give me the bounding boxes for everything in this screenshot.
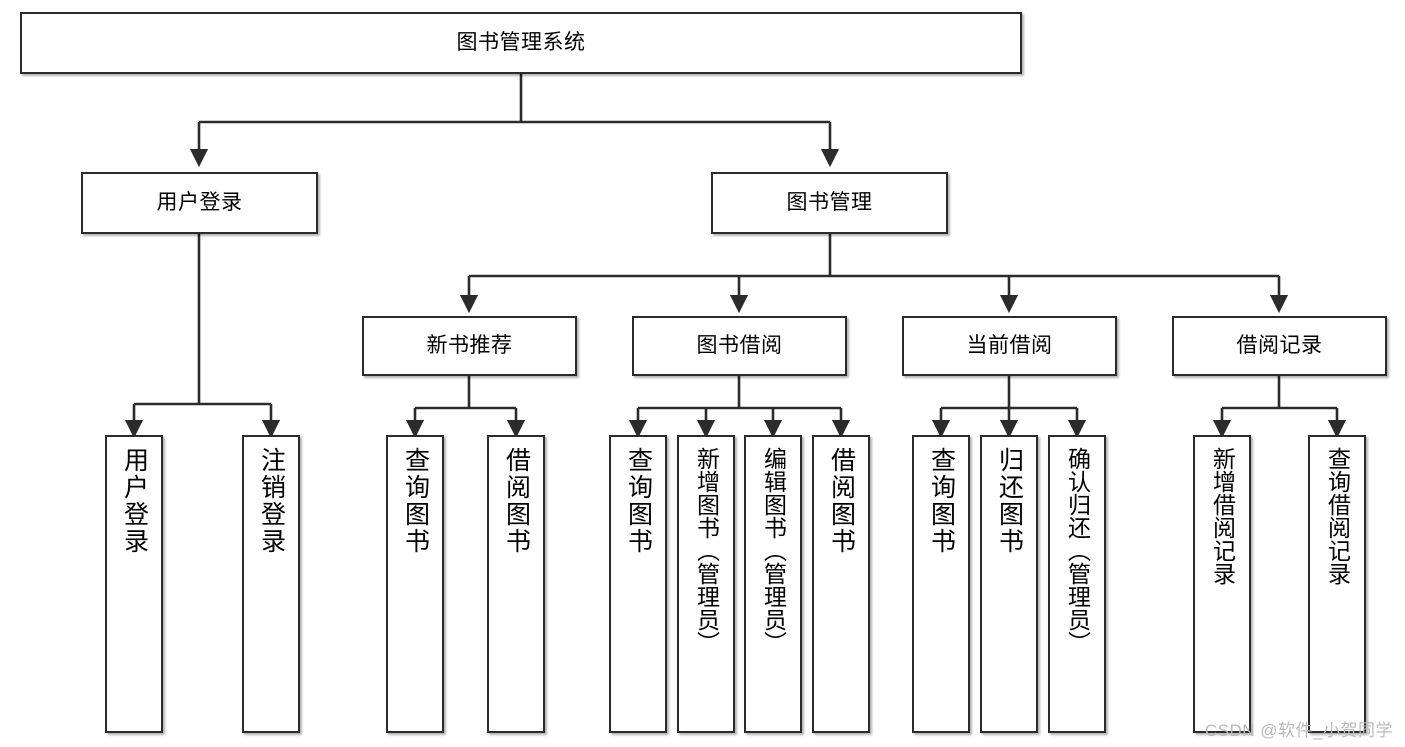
node-label: 借阅记录 (1236, 334, 1323, 358)
watermark-csdn: CSDN @软件_小贺同学 (1204, 721, 1393, 740)
node-label: 查询图书 (401, 447, 430, 555)
node-leaf-logout-login[interactable]: 注销登录 (242, 435, 300, 733)
node-leaf-borrow-book-recommend[interactable]: 借阅图书 (487, 435, 545, 733)
node-label: 确认归还（管理员） (1064, 447, 1091, 654)
node-label: 借阅图书 (827, 447, 856, 555)
node-label: 编辑图书（管理员） (760, 447, 787, 654)
node-new-book-recommend[interactable]: 新书推荐 (362, 316, 577, 376)
node-leaf-confirm-return[interactable]: 确认归还（管理员） (1048, 435, 1106, 733)
node-label: 借阅图书 (502, 447, 531, 555)
node-label: 查询图书 (624, 447, 653, 555)
node-label: 图书管理系统 (456, 31, 586, 55)
node-label: 查询图书 (927, 447, 956, 555)
node-label: 当前借阅 (966, 334, 1053, 358)
node-label: 新书推荐 (426, 334, 513, 358)
node-label: 查询借阅记录 (1324, 447, 1351, 585)
node-leaf-query-book-current[interactable]: 查询图书 (912, 435, 970, 733)
node-label: 新增借阅记录 (1209, 447, 1236, 585)
node-leaf-query-borrow-record[interactable]: 查询借阅记录 (1308, 435, 1366, 733)
node-leaf-query-book-borrow[interactable]: 查询图书 (609, 435, 667, 733)
node-label: 图书管理 (786, 191, 873, 215)
node-leaf-add-book[interactable]: 新增图书（管理员） (677, 435, 735, 733)
node-leaf-borrow-book[interactable]: 借阅图书 (812, 435, 870, 733)
node-leaf-query-book-recommend[interactable]: 查询图书 (386, 435, 444, 733)
node-leaf-edit-book[interactable]: 编辑图书（管理员） (744, 435, 802, 733)
node-leaf-user-login[interactable]: 用户登录 (105, 435, 163, 733)
node-label: 归还图书 (995, 447, 1024, 555)
node-label: 新增图书（管理员） (693, 447, 720, 654)
node-leaf-return-book[interactable]: 归还图书 (980, 435, 1038, 733)
node-leaf-add-borrow-record[interactable]: 新增借阅记录 (1193, 435, 1251, 733)
node-book-management[interactable]: 图书管理 (711, 172, 948, 234)
node-user-login[interactable]: 用户登录 (81, 172, 318, 234)
node-root-book-management-system[interactable]: 图书管理系统 (20, 12, 1022, 74)
node-current-borrow[interactable]: 当前借阅 (902, 316, 1117, 376)
node-label: 注销登录 (257, 447, 286, 555)
node-book-borrow[interactable]: 图书借阅 (632, 316, 847, 376)
node-label: 图书借阅 (696, 334, 783, 358)
node-borrow-record[interactable]: 借阅记录 (1172, 316, 1387, 376)
node-label: 用户登录 (120, 447, 149, 555)
node-label: 用户登录 (156, 191, 243, 215)
